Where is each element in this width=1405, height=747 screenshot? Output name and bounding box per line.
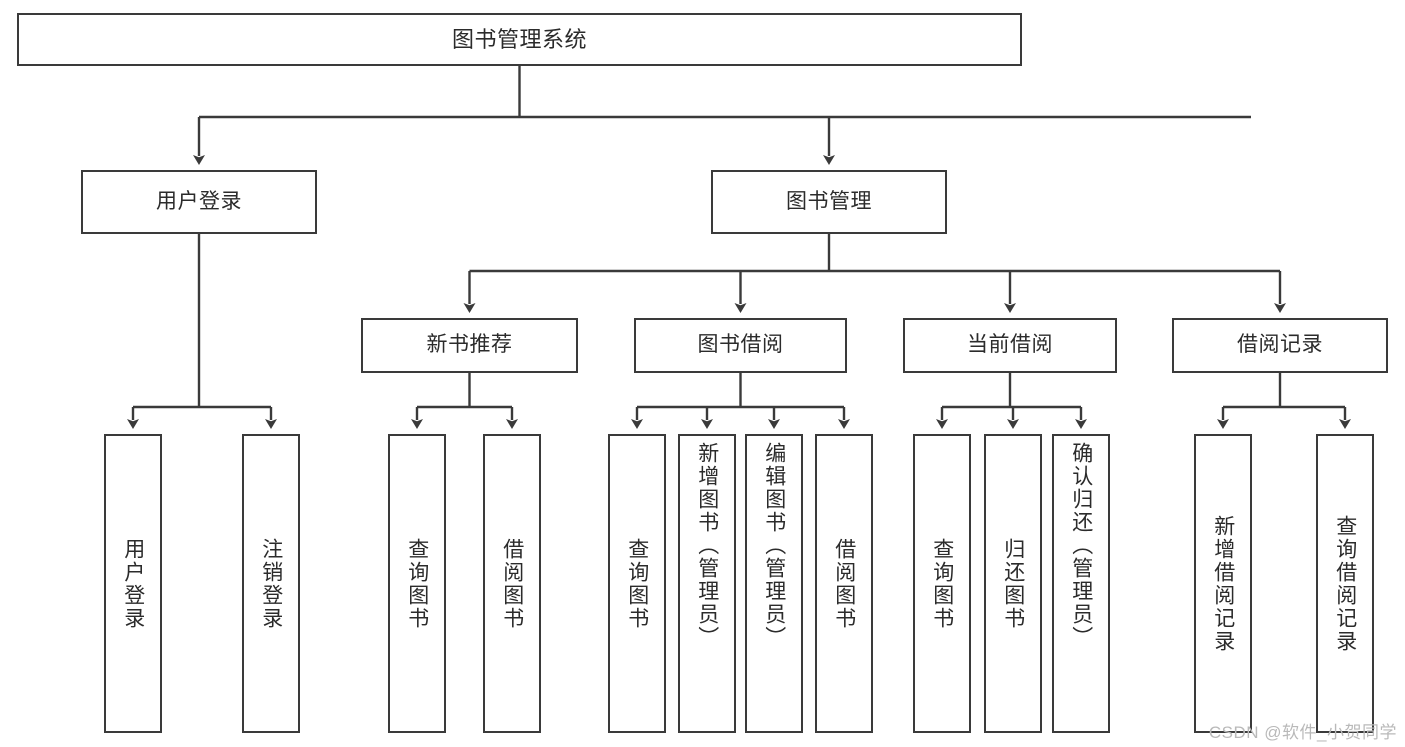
node-leaf-return-book-label: 归还图书: [1001, 537, 1025, 630]
node-borrow-records-label: 借阅记录: [1237, 333, 1323, 357]
node-leaf-query-book-borrow[interactable]: 查询图书: [608, 434, 666, 733]
node-book-borrow-label: 图书借阅: [697, 333, 784, 357]
node-current-borrow[interactable]: 当前借阅: [903, 318, 1117, 373]
node-leaf-borrow-book[interactable]: 借阅图书: [815, 434, 873, 733]
node-leaf-logout-label: 注销登录: [259, 537, 283, 630]
node-leaf-confirm-return-label: 确认归还（管理员）: [1069, 442, 1093, 649]
node-book-management[interactable]: 图书管理: [711, 170, 947, 234]
node-leaf-edit-book[interactable]: 编辑图书（管理员）: [745, 434, 803, 733]
node-current-borrow-label: 当前借阅: [967, 333, 1053, 357]
node-leaf-borrow-book-recommend[interactable]: 借阅图书: [483, 434, 541, 733]
node-root[interactable]: 图书管理系统: [17, 13, 1022, 66]
node-leaf-add-book-label: 新增图书（管理员）: [695, 442, 719, 649]
node-leaf-add-borrow-record[interactable]: 新增借阅记录: [1194, 434, 1252, 733]
node-book-management-label: 图书管理: [786, 189, 872, 213]
node-leaf-user-login-label: 用户登录: [121, 537, 145, 630]
node-leaf-user-login[interactable]: 用户登录: [104, 434, 162, 733]
node-leaf-borrow-book-recommend-label: 借阅图书: [500, 537, 524, 630]
node-user-login-label: 用户登录: [156, 189, 242, 213]
node-root-label: 图书管理系统: [451, 26, 587, 52]
node-leaf-query-book-recommend[interactable]: 查询图书: [388, 434, 446, 733]
node-leaf-query-borrow-record-label: 查询借阅记录: [1333, 514, 1357, 653]
node-leaf-query-book-current[interactable]: 查询图书: [913, 434, 971, 733]
node-leaf-add-book[interactable]: 新增图书（管理员）: [678, 434, 736, 733]
node-leaf-logout[interactable]: 注销登录: [242, 434, 300, 733]
node-leaf-add-borrow-record-label: 新增借阅记录: [1211, 514, 1235, 653]
node-leaf-return-book[interactable]: 归还图书: [984, 434, 1042, 733]
node-leaf-borrow-book-label: 借阅图书: [832, 537, 856, 630]
node-leaf-query-borrow-record[interactable]: 查询借阅记录: [1316, 434, 1374, 733]
csdn-watermark: CSDN @软件_小贺同学: [1208, 723, 1397, 742]
node-borrow-records[interactable]: 借阅记录: [1172, 318, 1388, 373]
node-leaf-query-book-recommend-label: 查询图书: [405, 537, 429, 630]
node-user-login[interactable]: 用户登录: [81, 170, 317, 234]
node-new-book-recommend[interactable]: 新书推荐: [361, 318, 578, 373]
node-leaf-query-book-borrow-label: 查询图书: [625, 537, 649, 630]
node-leaf-query-book-current-label: 查询图书: [930, 537, 954, 630]
node-leaf-confirm-return[interactable]: 确认归还（管理员）: [1052, 434, 1110, 733]
node-new-book-recommend-label: 新书推荐: [426, 333, 513, 357]
node-leaf-edit-book-label: 编辑图书（管理员）: [762, 442, 786, 649]
node-book-borrow[interactable]: 图书借阅: [634, 318, 847, 373]
